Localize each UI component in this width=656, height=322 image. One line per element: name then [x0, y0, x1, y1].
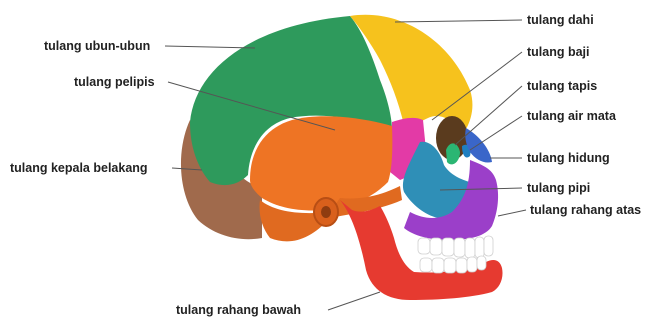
- label-maxilla: tulang rahang atas: [530, 203, 641, 217]
- label-occipital: tulang kepala belakang: [10, 161, 148, 175]
- label-frontal: tulang dahi: [527, 13, 594, 27]
- label-mandible: tulang rahang bawah: [176, 303, 301, 317]
- label-parietal: tulang ubun-ubun: [44, 39, 150, 53]
- label-ethmoid: tulang tapis: [527, 79, 597, 93]
- label-sphenoid: tulang baji: [527, 45, 590, 59]
- label-nasal: tulang hidung: [527, 151, 610, 165]
- lower-teeth: [420, 256, 486, 273]
- upper-teeth: [418, 236, 493, 258]
- label-lacrimal: tulang air mata: [527, 109, 617, 123]
- nasal-bone: [465, 128, 492, 163]
- label-temporal: tulang pelipis: [74, 75, 155, 89]
- label-zygomatic: tulang pipi: [527, 181, 590, 195]
